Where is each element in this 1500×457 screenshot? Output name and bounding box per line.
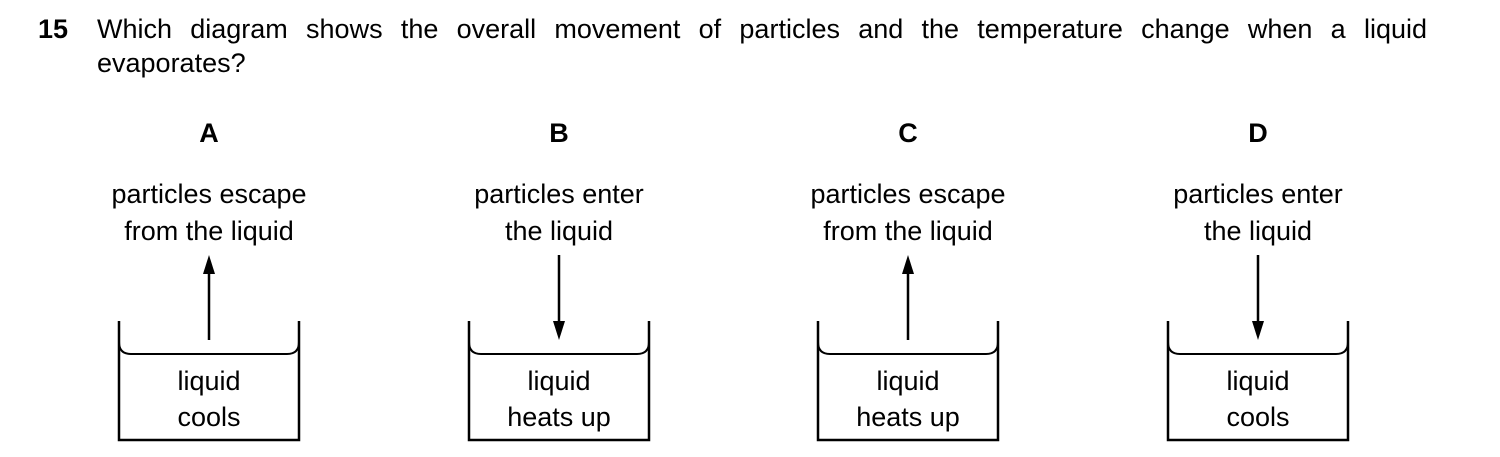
beaker: [467, 321, 651, 442]
option-caption: particles escape from the liquid: [758, 176, 1058, 250]
liquid-surface: [118, 341, 300, 355]
option-letter: B: [549, 118, 569, 148]
liquid-label: liquid cools: [1168, 363, 1348, 435]
option-diagram: [467, 255, 651, 442]
liquid-label-line: liquid: [527, 366, 591, 396]
caption-line: the liquid: [504, 216, 614, 246]
option-diagram: [1166, 255, 1350, 442]
option-letter: A: [199, 118, 219, 148]
option-letter: C: [898, 118, 918, 148]
caption-line: particles escape: [111, 179, 307, 209]
beaker: [816, 321, 1000, 442]
caption-line: particles enter: [474, 179, 644, 209]
option-c: C particles escape from the liquid liqui…: [758, 110, 1058, 450]
option-diagram: [117, 255, 301, 442]
liquid-label-line: cools: [1226, 402, 1290, 432]
option-b: B particles enter the liquid liquid heat…: [409, 110, 709, 450]
option-letter: D: [1248, 118, 1268, 148]
question-number: 15: [38, 14, 69, 44]
caption-line: the liquid: [1203, 216, 1313, 246]
question-text: Which diagram shows the overall movement…: [97, 14, 1427, 78]
caption-line: from the liquid: [124, 216, 294, 246]
liquid-label-line: liquid: [876, 366, 940, 396]
option-caption: particles enter the liquid: [409, 176, 709, 250]
option-caption: particles escape from the liquid: [59, 176, 359, 250]
arrow-down-icon: [1252, 255, 1264, 340]
option-a: A particles escape from the liquid liqui…: [59, 110, 359, 450]
liquid-surface: [468, 341, 650, 355]
liquid-label: liquid heats up: [818, 363, 998, 435]
arrow-up-icon: [902, 255, 914, 340]
liquid-surface: [817, 341, 999, 355]
option-caption: particles enter the liquid: [1108, 176, 1408, 250]
liquid-label-line: heats up: [856, 402, 960, 432]
liquid-label-line: heats up: [507, 402, 611, 432]
arrow-down-icon: [553, 255, 565, 340]
liquid-label-line: liquid: [177, 366, 241, 396]
liquid-label: liquid cools: [119, 363, 299, 435]
liquid-label: liquid heats up: [469, 363, 649, 435]
beaker: [1166, 321, 1350, 442]
beaker: [117, 321, 301, 442]
caption-line: particles escape: [810, 179, 1006, 209]
option-diagram: [816, 255, 1000, 442]
caption-line: from the liquid: [823, 216, 993, 246]
caption-line: particles enter: [1173, 179, 1343, 209]
liquid-surface: [1167, 341, 1349, 355]
option-d: D particles enter the liquid liquid cool…: [1108, 110, 1408, 450]
arrow-up-icon: [203, 255, 215, 340]
liquid-label-line: liquid: [1226, 366, 1290, 396]
liquid-label-line: cools: [177, 402, 241, 432]
